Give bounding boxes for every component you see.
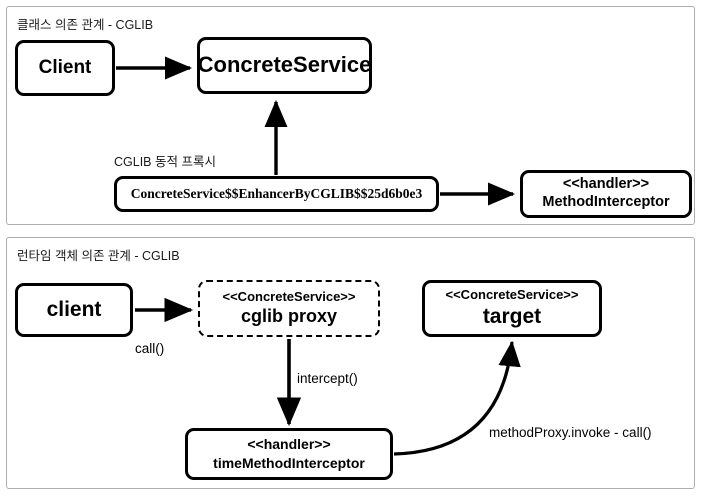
node-concrete-service: ConcreteService [197, 37, 372, 94]
label-intercept: intercept() [297, 371, 358, 386]
node-enhancer-by-cglib: ConcreteService$$EnhancerByCGLIB$$25d6b0… [114, 176, 439, 212]
node-cglib-proxy-stereotype: <<ConcreteService>> [222, 288, 356, 304]
node-time-method-interceptor-name: timeMethodInterceptor [213, 455, 365, 471]
node-method-interceptor-stereotype: <<handler>> [562, 176, 650, 193]
panel-runtime-dependency: 런타임 객체 의존 관계 - CGLIB client <<ConcreteSe… [6, 237, 695, 489]
label-method-proxy-invoke: methodProxy.invoke - call() [489, 425, 652, 440]
node-client-runtime: client [15, 283, 133, 337]
node-cglib-proxy: <<ConcreteService>> cglib proxy [198, 280, 380, 337]
node-client: Client [15, 40, 115, 96]
node-target-stereotype: <<ConcreteService>> [445, 287, 579, 303]
panel-title-runtime-dependency: 런타임 객체 의존 관계 - CGLIB [17, 249, 180, 263]
node-method-interceptor: <<handler>> MethodInterceptor [520, 170, 692, 218]
node-target: <<ConcreteService>> target [422, 280, 602, 337]
label-call: call() [135, 341, 165, 356]
label-cglib-dynamic-proxy: CGLIB 동적 프록시 [114, 155, 216, 169]
panel-title-class-dependency: 클래스 의존 관계 - CGLIB [17, 18, 154, 32]
node-method-interceptor-name: MethodInterceptor [542, 194, 670, 210]
node-target-name: target [482, 305, 542, 329]
node-time-method-interceptor-stereotype: <<handler>> [247, 435, 331, 452]
node-cglib-proxy-name: cglib proxy [240, 306, 338, 327]
node-time-method-interceptor: <<handler>> timeMethodInterceptor [185, 428, 393, 480]
panel-class-dependency: 클래스 의존 관계 - CGLIB Client ConcreteService… [6, 6, 695, 225]
